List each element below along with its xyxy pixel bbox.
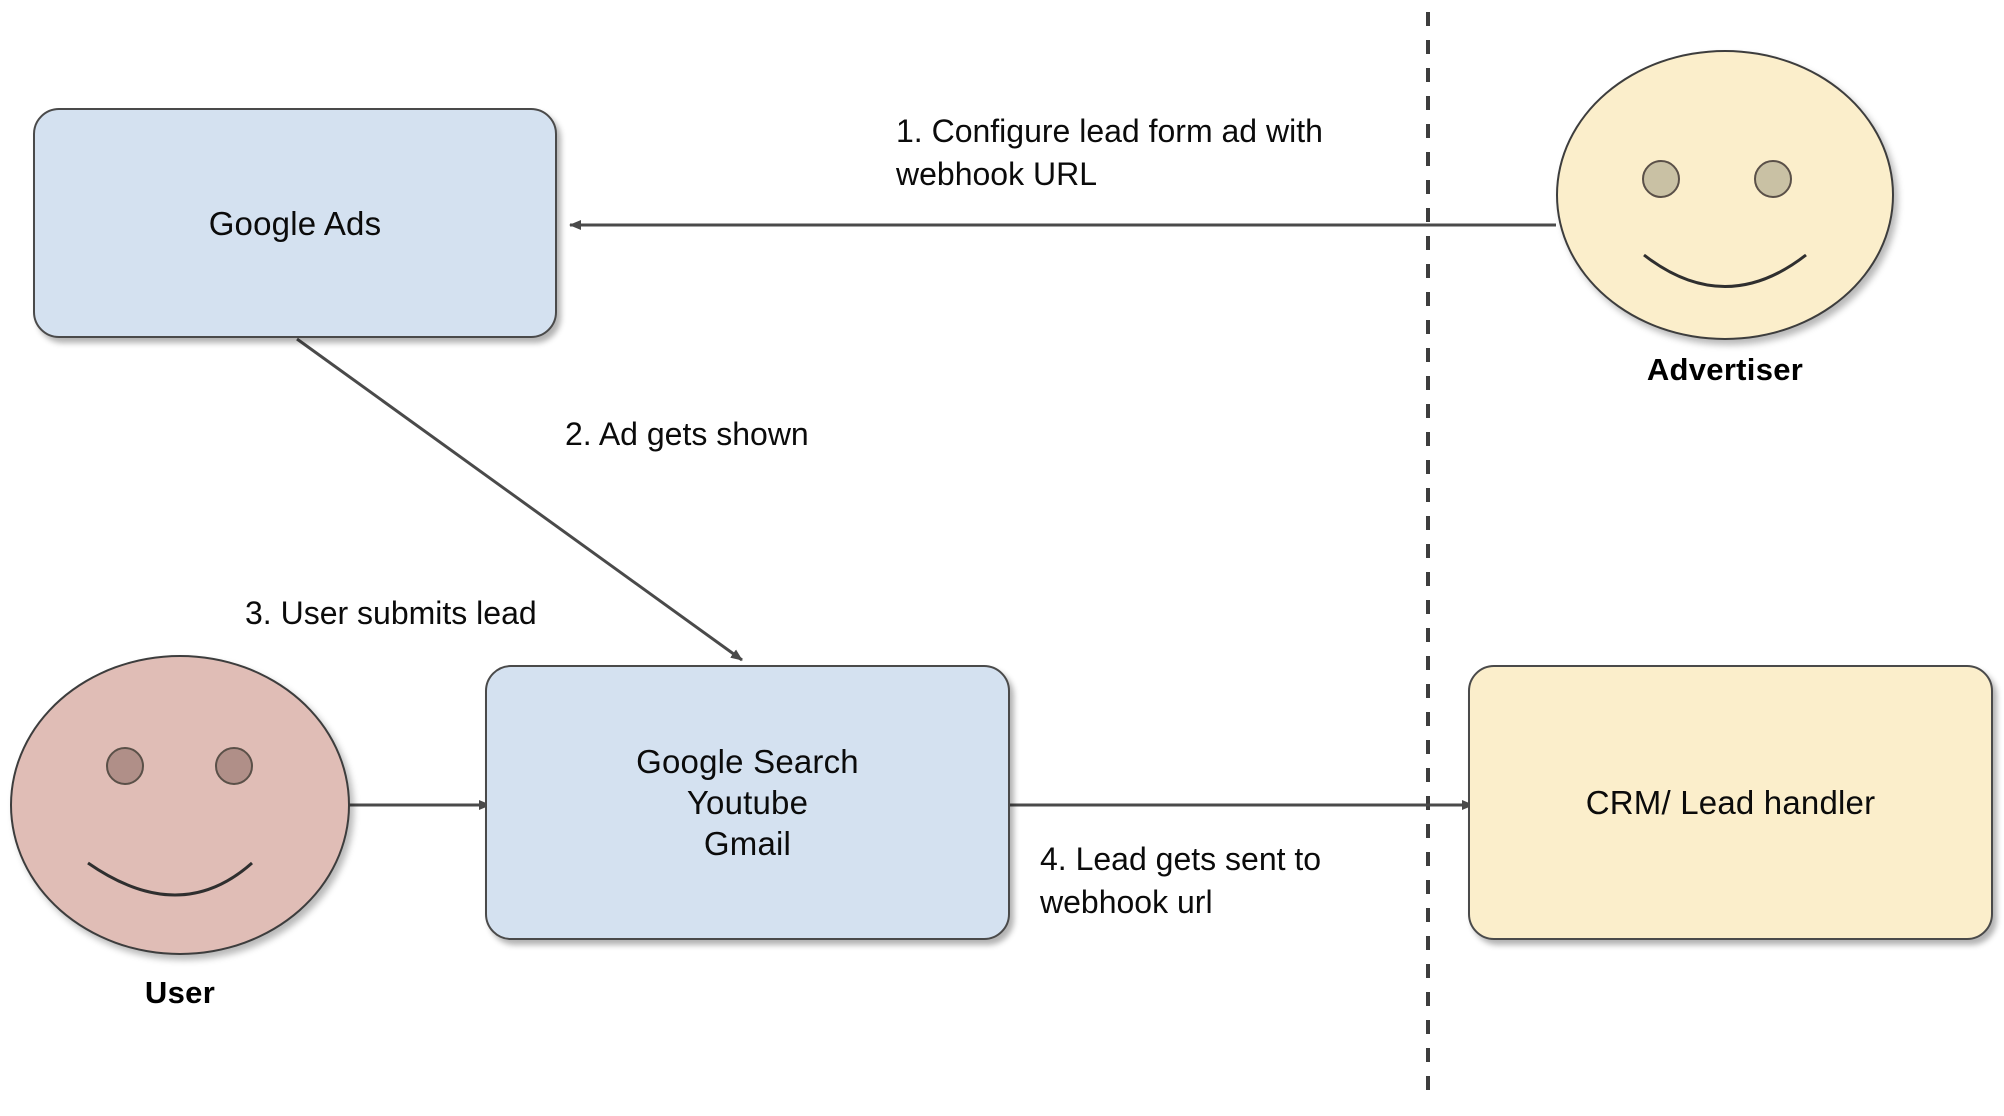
eye-left-icon: [106, 747, 144, 785]
eye-left-icon: [1642, 160, 1680, 198]
edge-label-step-4: 4. Lead gets sent to webhook url: [1040, 841, 1322, 920]
edge-label-step-3: 3. User submits lead: [245, 595, 537, 631]
actor-user-label: User: [144, 975, 216, 1010]
node-google-surfaces[interactable]: Google Search Youtube Gmail: [485, 665, 1010, 940]
node-crm-lead-handler[interactable]: CRM/ Lead handler: [1468, 665, 1993, 940]
smile-icon: [1643, 253, 1807, 288]
eye-right-icon: [1754, 160, 1792, 198]
edge-label-step-1: 1. Configure lead form ad with webhook U…: [896, 113, 1323, 192]
node-google-ads[interactable]: Google Ads: [33, 108, 557, 338]
smile-icon: [87, 861, 253, 897]
node-crm-lead-handler-label: CRM/ Lead handler: [1585, 784, 1876, 821]
node-google-ads-label: Google Ads: [208, 204, 382, 242]
node-google-surfaces-label: Google Search Youtube Gmail: [636, 743, 859, 862]
actor-advertiser[interactable]: Advertiser: [1556, 50, 1894, 387]
actor-user[interactable]: User: [10, 655, 350, 1010]
edge-label-step-2: 2. Ad gets shown: [565, 416, 809, 452]
smiley-face-icon: [1556, 50, 1894, 340]
smiley-face-icon: [10, 655, 350, 955]
eye-right-icon: [215, 747, 253, 785]
actor-advertiser-label: Advertiser: [1646, 352, 1804, 387]
